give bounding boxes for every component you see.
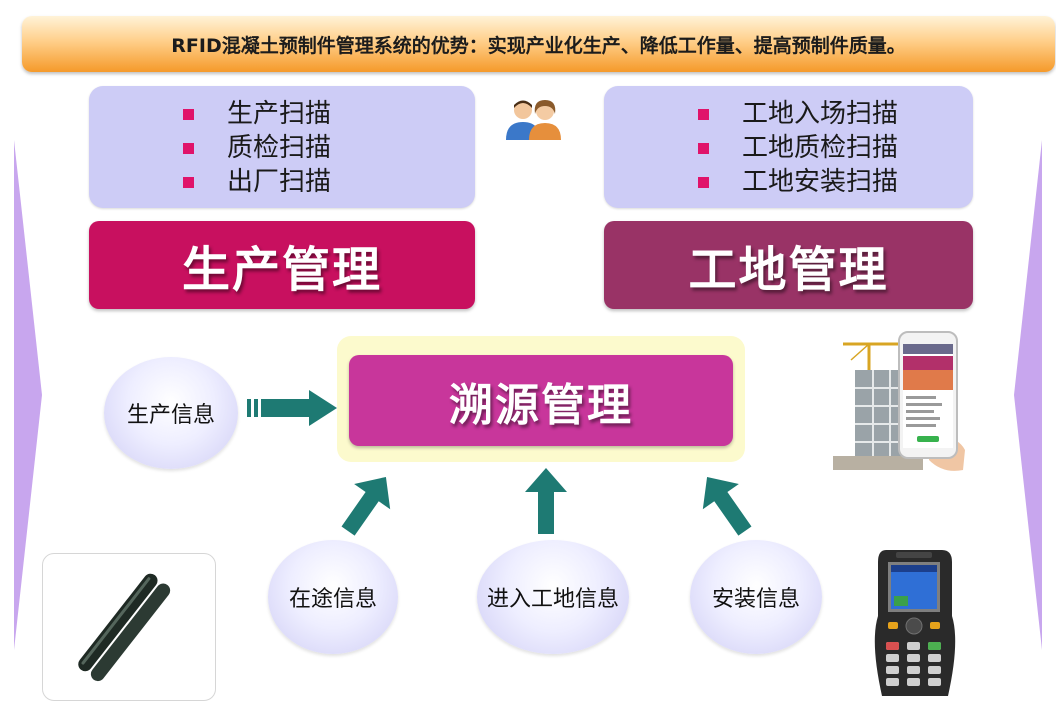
site-management-box: 工地管理 <box>604 221 973 309</box>
list-item: 工地质检扫描 <box>698 131 898 165</box>
list-item: 出厂扫描 <box>183 165 331 199</box>
production-scan-list: 生产扫描 质检扫描 出厂扫描 <box>89 86 475 208</box>
production-info-node: 生产信息 <box>104 357 238 469</box>
traceability-box: 溯源管理 <box>349 355 733 446</box>
site-entry-info-node: 进入工地信息 <box>477 540 629 654</box>
traceability-title: 溯源管理 <box>449 379 633 431</box>
production-management-box: 生产管理 <box>89 221 475 309</box>
transit-info-label: 在途信息 <box>288 587 377 612</box>
arrow-up-right-icon <box>702 476 752 536</box>
install-info-label: 安装信息 <box>711 587 800 612</box>
left-side-arrow <box>14 140 42 650</box>
list-item: 生产扫描 <box>183 97 331 131</box>
users-icon <box>506 100 561 140</box>
site-entry-info-label: 进入工地信息 <box>486 587 619 612</box>
handheld-terminal-icon <box>874 550 956 696</box>
banner-title: RFID混凝土预制件管理系统的优势：实现产业化生产、降低工作量、提高预制件质量。 <box>171 34 906 57</box>
construction-phone-icon <box>833 330 971 475</box>
site-title: 工地管理 <box>688 242 889 298</box>
production-title: 生产管理 <box>181 242 382 298</box>
arrow-up-icon <box>525 468 567 534</box>
site-scan-list: 工地入场扫描 工地质检扫描 工地安装扫描 <box>604 86 973 208</box>
install-info-node: 安装信息 <box>690 540 822 654</box>
right-side-arrow <box>1014 140 1042 650</box>
production-info-label: 生产信息 <box>126 403 215 428</box>
rfid-tag-icon <box>78 573 171 682</box>
arrow-right-icon <box>247 390 337 426</box>
arrow-up-left-icon <box>341 476 391 536</box>
list-item: 工地入场扫描 <box>698 97 898 131</box>
title-banner: RFID混凝土预制件管理系统的优势：实现产业化生产、降低工作量、提高预制件质量。 <box>22 16 1055 72</box>
list-item: 质检扫描 <box>183 131 331 165</box>
transit-info-node: 在途信息 <box>268 540 398 654</box>
list-item: 工地安装扫描 <box>698 165 898 199</box>
